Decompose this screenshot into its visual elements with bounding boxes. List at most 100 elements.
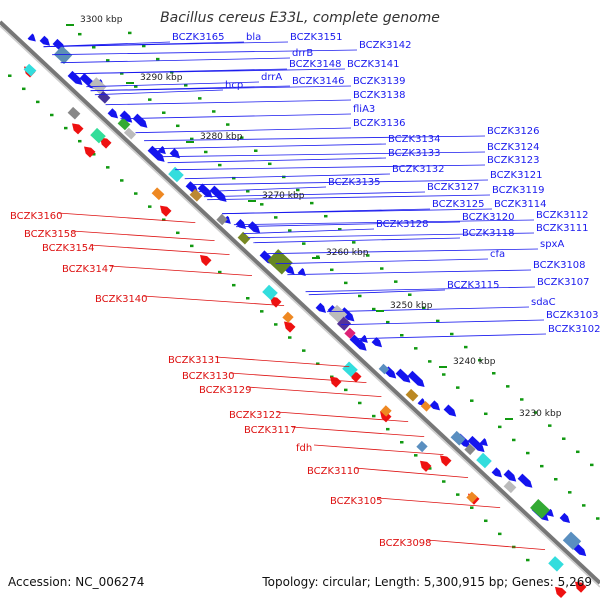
guide-dot <box>540 464 544 468</box>
reverse-label-leader <box>426 539 546 551</box>
forward-gene-arrow <box>157 146 166 155</box>
reverse-gene-label: BCZK3147 <box>62 264 115 275</box>
kbp-tick-label: 3280 kbp <box>200 132 243 142</box>
guide-dot <box>296 188 300 192</box>
reverse-gene-arrow-shape <box>160 205 172 217</box>
forward-gene-arrow <box>359 334 368 343</box>
kbp-tick-mark <box>312 257 320 259</box>
guide-dot <box>582 504 586 507</box>
gene-block <box>380 405 392 417</box>
gene-block <box>97 90 111 104</box>
guide-dot <box>344 388 348 392</box>
guide-dot <box>470 399 474 402</box>
reverse-gene-label: BCZK3154 <box>42 243 95 254</box>
reverse-gene-arrow <box>200 255 212 267</box>
kbp-tick-mark <box>66 24 74 26</box>
guide-dot <box>414 347 418 350</box>
forward-label-leader <box>167 157 387 164</box>
guide-dot <box>422 306 426 310</box>
gene-block <box>466 491 478 503</box>
forward-gene-arrow-shape <box>359 334 368 343</box>
guide-dot <box>246 297 250 300</box>
reverse-label-leader <box>142 295 285 307</box>
guide-dot <box>394 280 398 283</box>
forward-label-leader <box>305 286 536 293</box>
guide-dot <box>520 398 524 401</box>
forward-label-leader <box>72 68 346 75</box>
guide-dot <box>414 454 418 457</box>
guide-dot <box>344 281 348 285</box>
reverse-label-leader <box>57 212 196 224</box>
forward-label-leader <box>275 258 489 265</box>
forward-gene-arrow <box>132 113 148 128</box>
forward-label-leader <box>43 41 289 48</box>
forward-gene-arrow <box>209 185 227 202</box>
forward-gene-arrow-shape <box>491 467 503 478</box>
guide-dot <box>78 32 82 36</box>
gene-block <box>476 452 492 469</box>
guide-dot <box>120 179 124 182</box>
forward-gene-label: BCZK3133 <box>388 148 441 159</box>
reverse-gene-arrow <box>270 296 282 308</box>
forward-gene-arrow <box>297 267 306 276</box>
guide-dot <box>92 153 96 156</box>
guide-dot <box>128 31 132 35</box>
reverse-gene-arrow-shape <box>440 455 452 467</box>
kbp-tick-mark <box>126 82 134 84</box>
genome-backbone <box>0 20 600 585</box>
guide-dot <box>302 349 306 352</box>
guide-dot <box>526 451 530 455</box>
forward-gene-label: BCZK3108 <box>533 260 586 271</box>
guide-dot <box>372 414 376 418</box>
gene-block <box>416 440 428 453</box>
reverse-gene-arrow-shape <box>420 460 432 472</box>
reverse-gene-arrow-shape <box>330 376 342 388</box>
guide-dot <box>456 386 460 389</box>
gene-block <box>67 106 81 120</box>
forward-gene-arrow-shape <box>67 70 83 86</box>
guide-dot <box>134 85 138 88</box>
guide-dot <box>302 242 306 245</box>
reverse-gene-arrow-shape <box>380 411 392 423</box>
reverse-gene-arrow <box>284 321 296 333</box>
guide-dot <box>240 136 244 139</box>
forward-gene-arrow-shape <box>395 368 411 383</box>
forward-gene-arrow <box>491 467 503 478</box>
label-leaders <box>43 41 547 551</box>
forward-label-leader <box>152 143 387 150</box>
guide-dot <box>260 310 264 313</box>
reverse-gene-arrow-shape <box>575 581 587 593</box>
forward-gene-arrow <box>371 337 383 348</box>
forward-gene-label: BCZK3123 <box>487 155 540 166</box>
reverse-gene-arrow-shape <box>84 146 96 158</box>
guide-dot <box>274 216 278 219</box>
forward-gene-arrow-shape <box>573 544 587 557</box>
map-title: Bacillus cereus E33L, complete genome <box>160 10 440 26</box>
forward-gene-label: BCZK3125 <box>432 199 485 210</box>
gene-block <box>562 531 582 550</box>
forward-gene-label: BCZK3132 <box>392 164 445 175</box>
guide-dot <box>8 74 12 77</box>
forward-gene-arrow <box>429 400 441 411</box>
forward-gene-arrow-shape <box>297 267 306 276</box>
forward-gene-label: BCZK3111 <box>536 223 589 234</box>
forward-gene-arrow-shape <box>235 218 247 230</box>
forward-gene-arrow-shape <box>559 512 571 523</box>
guide-dot <box>498 532 502 536</box>
guide-dot <box>92 46 96 49</box>
guide-dot <box>274 323 278 326</box>
guide-dot <box>184 84 188 87</box>
reverse-label-leader <box>377 497 501 509</box>
guide-dot <box>204 150 208 154</box>
reverse-gene-label: BCZK3105 <box>330 496 383 507</box>
forward-gene-label: BCZK3136 <box>353 118 406 129</box>
forward-gene-label: hcp <box>225 80 243 91</box>
guide-dot <box>428 467 432 470</box>
forward-gene-arrow-shape <box>545 508 554 517</box>
reverse-gene-label: fdh <box>296 443 312 454</box>
forward-gene-arrow <box>349 334 367 351</box>
reverse-gene-label: BCZK3158 <box>24 229 77 240</box>
forward-gene-label: spxA <box>540 239 564 250</box>
